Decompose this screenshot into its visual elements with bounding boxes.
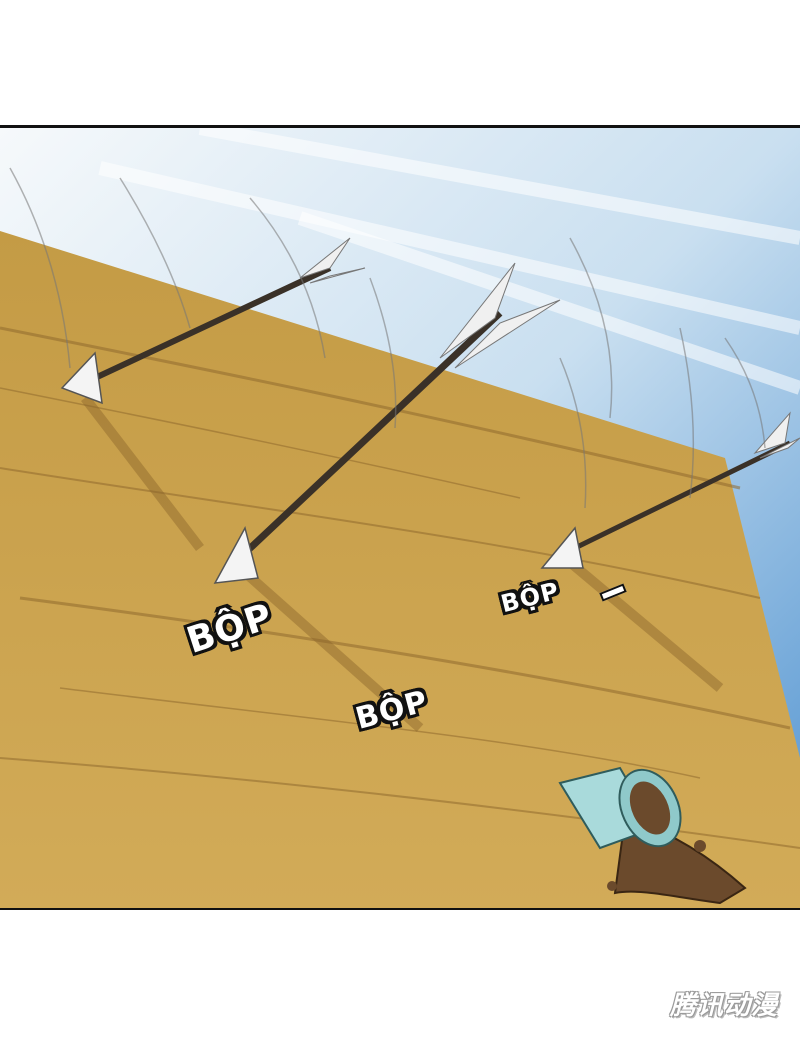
- panel-artwork: [0, 128, 800, 910]
- arrow-center: [213, 262, 561, 584]
- arrow-right: [540, 411, 800, 569]
- arrow-shadows: [81, 394, 724, 732]
- comic-panel: BỘP BỘP BỘP: [0, 125, 800, 910]
- arrow-left: [60, 237, 366, 405]
- motion-lines: [9, 167, 766, 509]
- sky-streaks: [98, 128, 800, 395]
- watermark-logo: 腾讯动漫: [669, 990, 778, 1020]
- spilled-cup: [558, 766, 747, 905]
- wood-grain: [0, 326, 800, 849]
- wooden-board: [0, 231, 800, 910]
